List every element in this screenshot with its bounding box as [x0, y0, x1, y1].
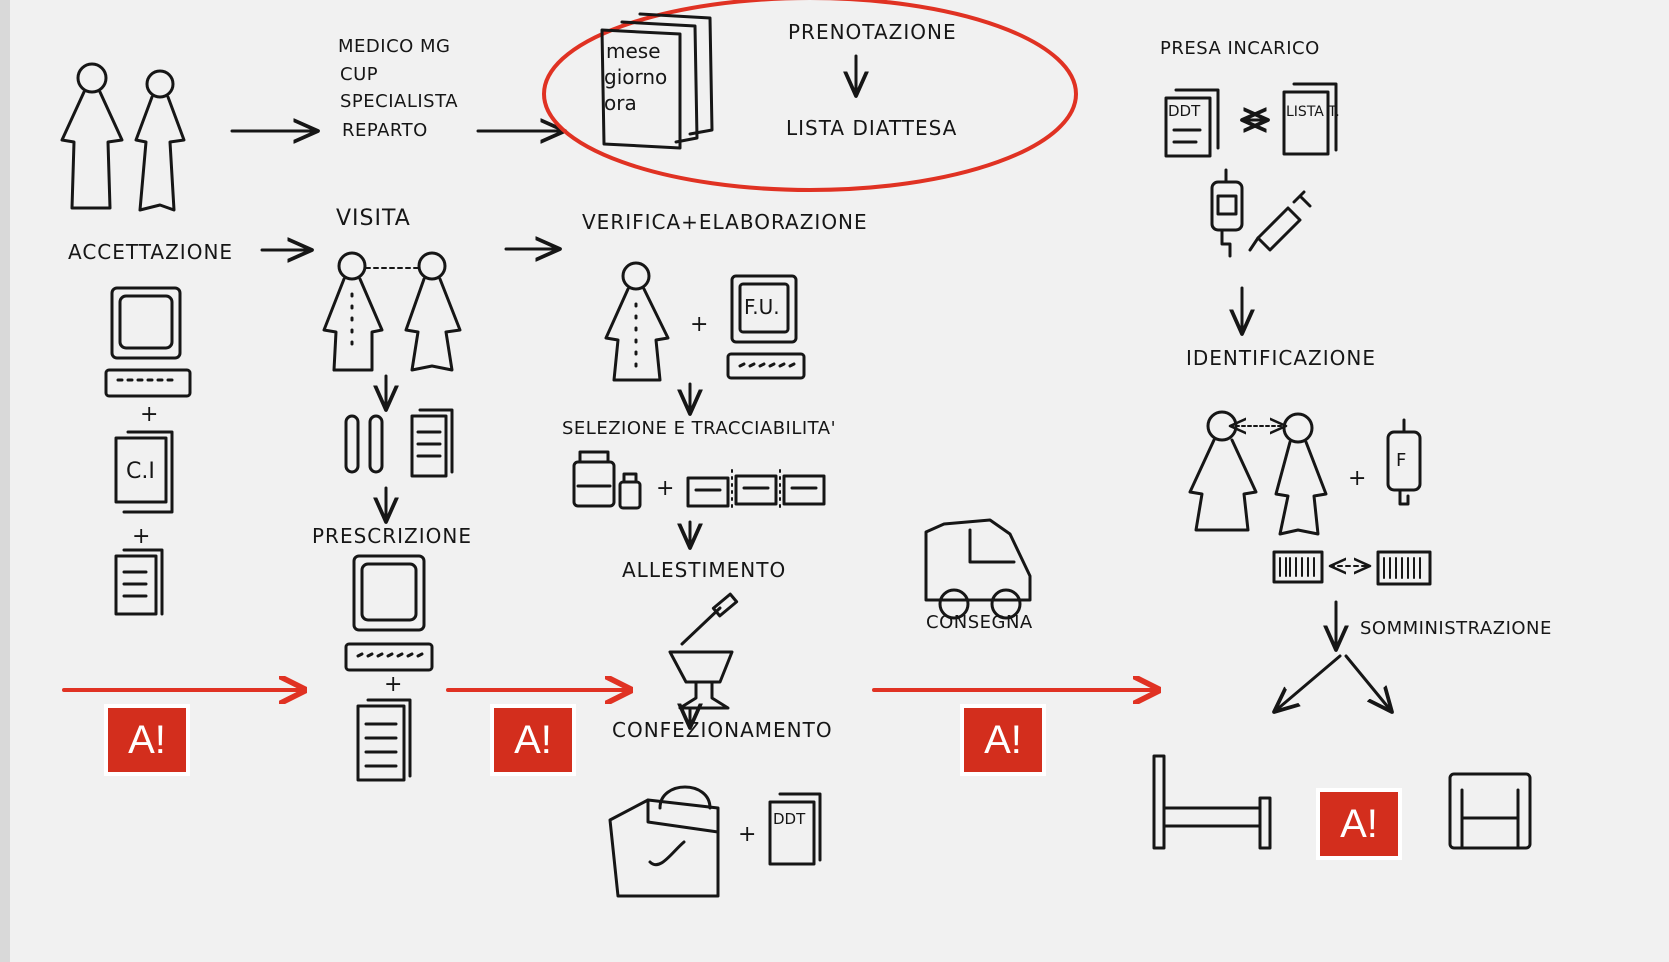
prescription-document-icon — [356, 698, 412, 782]
calendar-hour: ora — [604, 91, 637, 115]
plus-sign: + — [656, 476, 676, 501]
delivery-bag-icon — [608, 785, 720, 898]
routing-reparto: REPARTO — [342, 120, 428, 141]
preparation-label: ALLESTIMENTO — [622, 558, 787, 582]
arrow — [1274, 654, 1342, 712]
plus-sign: + — [1348, 466, 1368, 491]
routing-specialista: SPECIALISTA — [340, 91, 459, 112]
labels-icon — [686, 469, 826, 513]
doctor-icon — [604, 261, 670, 382]
fu-screen-text: F.U. — [744, 295, 780, 319]
bag-label-text: F — [1396, 450, 1406, 471]
packaging-label: CONFEZIONAMENTO — [612, 718, 833, 742]
delivery-label: CONSEGNA — [926, 612, 1033, 633]
nurse-patient-icon — [1188, 410, 1328, 536]
ddt-document-icon — [768, 792, 822, 866]
document-stack-icon — [114, 548, 164, 616]
ddt-text: DDT — [1168, 102, 1201, 120]
calendar-pages-icon — [600, 12, 714, 150]
documents-icon — [410, 408, 454, 478]
plus-sign: + — [690, 312, 710, 337]
iv-bag-icon — [1210, 168, 1244, 258]
plus-sign: + — [132, 524, 152, 549]
acceptance-label: ACCETTAZIONE — [68, 240, 234, 264]
take-charge-label: PRESA INCARICO — [1160, 38, 1320, 59]
barcode-icon — [1272, 550, 1324, 584]
doctor-patient-icon — [322, 251, 462, 372]
calendar-day: giorno — [604, 65, 667, 89]
prescription-label: PRESCRIZIONE — [312, 524, 472, 548]
plus-sign: + — [384, 672, 404, 697]
arrow — [1344, 654, 1392, 712]
alert-badge: A! — [960, 704, 1046, 776]
waiting-list-label: LISTA DIATTESA — [786, 116, 958, 140]
mortar-pestle-icon — [668, 592, 739, 710]
ddt-text: DDT — [773, 810, 806, 828]
list-t-document-icon — [1282, 82, 1338, 156]
iv-bag-icon — [1386, 418, 1422, 506]
booking-title: PRENOTAZIONE — [788, 20, 957, 44]
syringe-icon — [1248, 190, 1312, 252]
barcode-icon — [1376, 550, 1432, 586]
delivery-van-icon — [924, 518, 1032, 620]
routing-medico: MEDICO MG — [338, 36, 451, 57]
test-tubes-icon — [344, 414, 384, 474]
two-people-icon — [60, 62, 186, 212]
verification-label: VERIFICA+ELABORAZIONE — [582, 210, 868, 234]
computer-icon — [104, 286, 192, 398]
booking-highlight-ellipse — [542, 0, 1078, 192]
identification-label: IDENTIFICAZIONE — [1186, 346, 1376, 370]
id-card-icon — [114, 430, 174, 514]
alert-badge: A! — [490, 704, 576, 776]
ci-card-text: C.I — [126, 459, 155, 484]
plus-sign: + — [140, 402, 160, 427]
calendar-month: mese — [606, 39, 661, 63]
alert-badge: A! — [1316, 788, 1402, 860]
computer-icon — [344, 554, 434, 672]
list-t-text: LISTA T. — [1286, 104, 1340, 120]
ddt-document-icon — [1164, 88, 1220, 158]
computer-icon — [726, 274, 806, 380]
alert-badge: A! — [104, 704, 190, 776]
plus-sign: + — [738, 822, 758, 847]
administration-label: SOMMINISTRAZIONE — [1360, 618, 1552, 639]
visit-label: VISITA — [336, 206, 411, 231]
selection-label: SELEZIONE E TRACCIABILITA' — [562, 418, 837, 439]
routing-cup: CUP — [340, 64, 379, 85]
hospital-bed-icon — [1152, 754, 1272, 850]
medicine-bottles-icon — [572, 450, 642, 510]
armchair-icon — [1448, 772, 1532, 850]
